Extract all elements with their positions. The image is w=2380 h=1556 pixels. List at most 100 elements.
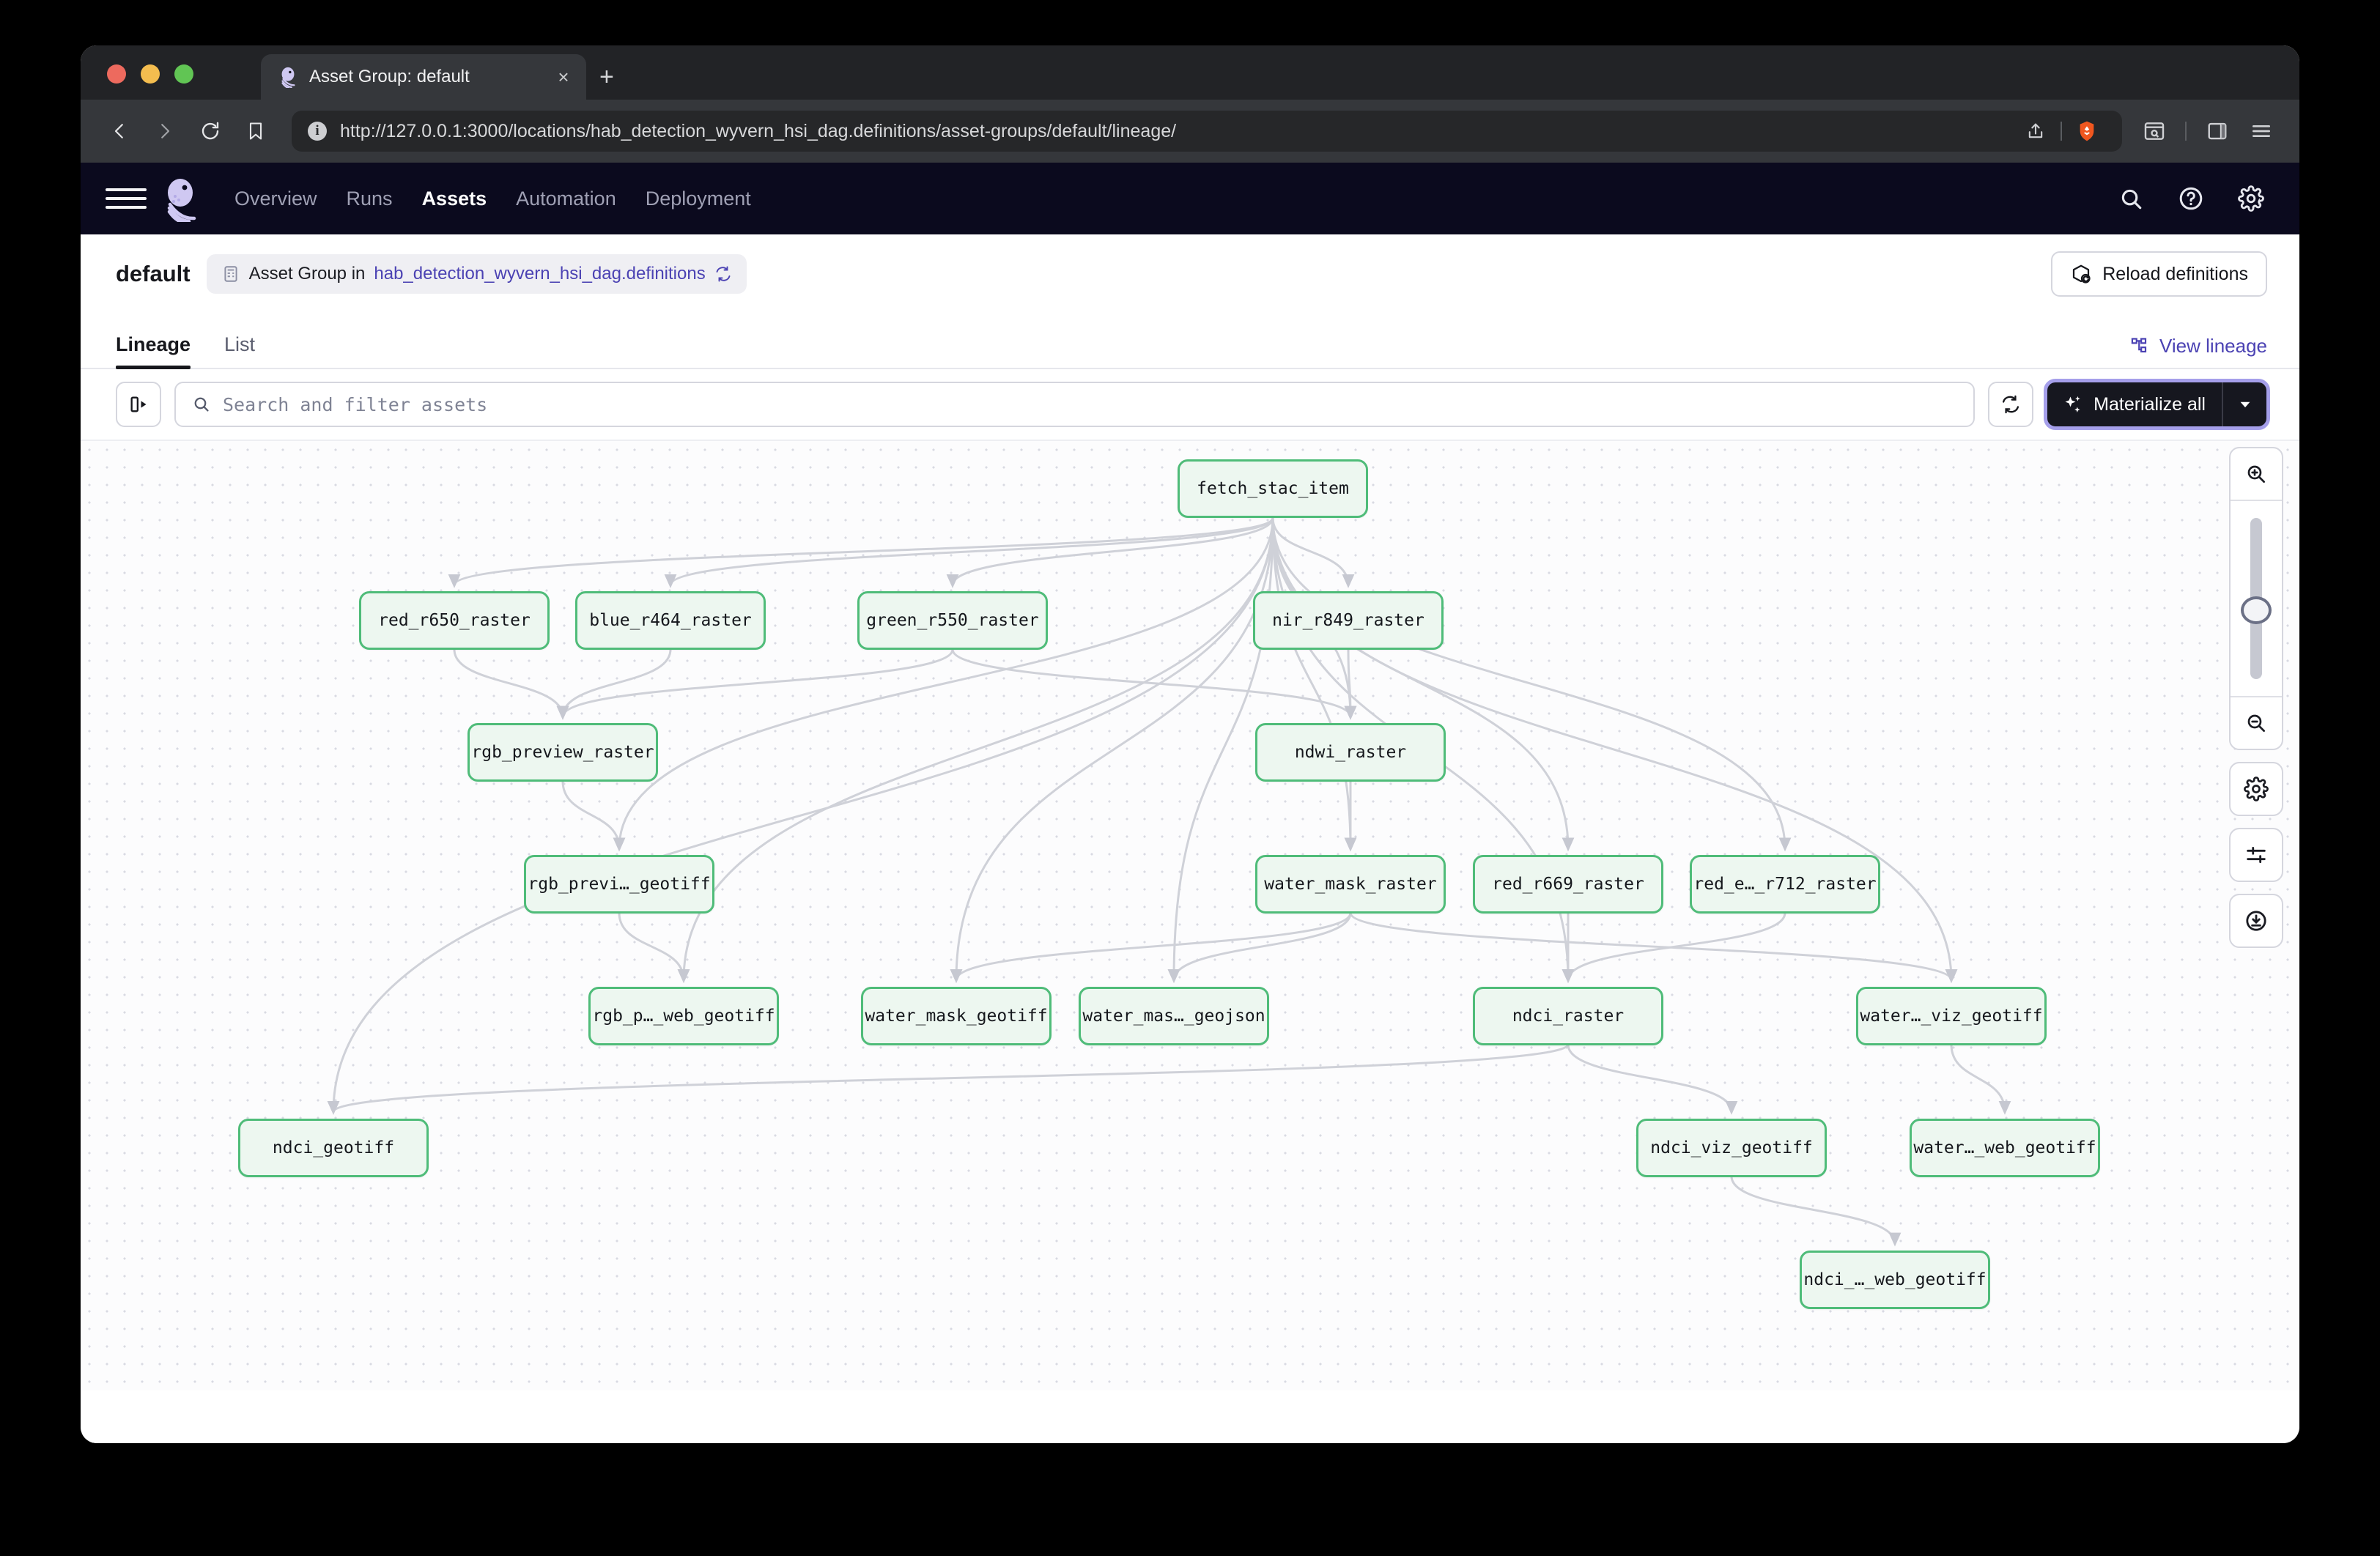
close-window-button[interactable] [107, 64, 126, 84]
search-input[interactable]: Search and filter assets [174, 382, 1976, 427]
app-top-nav: Overview Runs Assets Automation Deployme… [81, 163, 2299, 234]
dagster-favicon-icon [281, 67, 295, 88]
graph-edge [1271, 517, 1357, 852]
close-icon[interactable]: × [558, 66, 569, 88]
nav-link-assets[interactable]: Assets [421, 187, 487, 210]
graph-edge [448, 517, 1274, 588]
site-info-icon[interactable]: i [308, 122, 327, 141]
back-icon[interactable] [100, 111, 139, 151]
materialize-all-button[interactable]: Materialize all [2047, 382, 2222, 427]
asset-node[interactable]: red_r650_raster [359, 591, 550, 650]
help-icon[interactable] [2170, 178, 2211, 219]
search-in-page-icon[interactable] [2135, 112, 2173, 150]
bookmark-icon[interactable] [236, 111, 276, 151]
reload-definitions-icon [2073, 264, 2091, 284]
zoom-slider-thumb[interactable] [2241, 596, 2272, 624]
asset-node-label: nir_r849_raster [1272, 611, 1424, 630]
new-tab-button[interactable]: + [599, 63, 614, 91]
browser-url-toolbar: i http://127.0.0.1:3000/locations/hab_de… [81, 100, 2299, 163]
window-traffic-lights [107, 64, 193, 84]
materialize-all-button-group[interactable]: Materialize all [2044, 379, 2270, 430]
zoom-in-icon[interactable] [2231, 448, 2282, 500]
graph-edge [1271, 517, 1355, 588]
asset-node[interactable]: fetch_stac_item [1178, 459, 1368, 518]
reload-icon[interactable] [191, 111, 230, 151]
address-bar-url: http://127.0.0.1:3000/locations/hab_dete… [340, 120, 1177, 141]
breadcrumb[interactable]: Asset Group in hab_detection_wyvern_hsi_… [206, 254, 747, 294]
asset-node[interactable]: ndwi_raster [1255, 723, 1446, 782]
browser-tab-title: Asset Group: default [309, 67, 470, 86]
tab-lineage[interactable]: Lineage [116, 333, 191, 369]
graph-edge [328, 1043, 1570, 1115]
repository-icon [224, 266, 237, 282]
graph-filters-sliders-icon[interactable] [2229, 828, 2283, 882]
materialize-all-label: Materialize all [2093, 393, 2206, 415]
tab-list[interactable]: List [224, 333, 256, 355]
zoom-out-icon[interactable] [2231, 697, 2282, 749]
nav-link-overview[interactable]: Overview [234, 187, 317, 210]
graph-edge [1271, 517, 1792, 852]
asset-node[interactable]: ndci_…_web_geotiff [1800, 1251, 1990, 1309]
asset-node[interactable]: rgb_p…_web_geotiff [588, 987, 779, 1045]
nav-link-automation[interactable]: Automation [516, 187, 616, 210]
graph-download-icon[interactable] [2229, 894, 2283, 948]
chevron-down-icon[interactable] [2222, 382, 2267, 427]
dagster-logo-icon[interactable] [158, 175, 205, 222]
refresh-icon[interactable] [714, 265, 732, 283]
nav-link-runs[interactable]: Runs [346, 187, 393, 210]
asset-node[interactable]: water_mas…_geojson [1079, 987, 1269, 1045]
main-menu-icon[interactable] [106, 178, 147, 219]
asset-node-label: ndci_geotiff [272, 1138, 395, 1157]
share-icon[interactable] [2017, 112, 2055, 150]
graph-edge [618, 912, 690, 984]
asset-lineage-graph[interactable]: fetch_stac_item red_r650_raster blue_r464_… [81, 440, 2299, 1390]
page-header: default Asset Group in hab_detection_wyv… [81, 234, 2299, 314]
asset-node-label: water_mask_raster [1264, 875, 1437, 894]
asset-node-label: fetch_stac_item [1197, 479, 1349, 498]
brave-lion-icon[interactable] [2068, 112, 2106, 150]
reload-definitions-button[interactable]: Reload definitions [2051, 251, 2267, 297]
page-title: default [116, 261, 191, 286]
graph-edge [1562, 912, 1786, 984]
dagster-app: Overview Runs Assets Automation Deployme… [81, 163, 2299, 1443]
forward-icon[interactable] [145, 111, 185, 151]
graph-edge [561, 781, 626, 852]
asset-node-label: water_mas…_geojson [1082, 1007, 1265, 1026]
refresh-graph-button[interactable] [1988, 382, 2034, 427]
asset-node[interactable]: red_r669_raster [1473, 855, 1663, 914]
asset-node[interactable]: blue_r464_raster [575, 591, 766, 650]
asset-node[interactable]: rgb_previ…_geotiff [524, 855, 714, 914]
breadcrumb-code-location-link[interactable]: hab_detection_wyvern_hsi_dag.definitions [374, 264, 706, 284]
minimize-window-button[interactable] [141, 64, 160, 84]
browser-tab[interactable]: Asset Group: default × [261, 54, 586, 100]
asset-node[interactable]: red_e…_r712_raster [1690, 855, 1880, 914]
graph-settings-gear-icon[interactable] [2229, 762, 2283, 816]
asset-node[interactable]: water…_web_geotiff [1910, 1119, 2100, 1177]
view-lineage-link[interactable]: View lineage [2130, 335, 2267, 357]
search-icon[interactable] [2110, 178, 2151, 219]
gear-icon[interactable] [2231, 178, 2272, 219]
graph-edge [1167, 912, 1352, 984]
address-bar[interactable]: i http://127.0.0.1:3000/locations/hab_de… [292, 111, 2122, 152]
maximize-window-button[interactable] [174, 64, 193, 84]
asset-node[interactable]: water_mask_raster [1255, 855, 1446, 914]
asset-node-label: red_e…_r712_raster [1693, 875, 1877, 894]
nav-link-deployment[interactable]: Deployment [645, 187, 751, 210]
asset-node-label: ndwi_raster [1294, 743, 1407, 762]
asset-node-label: rgb_previ…_geotiff [528, 875, 711, 894]
asset-node[interactable]: green_r550_raster [857, 591, 1048, 650]
asset-node[interactable]: rgb_preview_raster [468, 723, 658, 782]
sparkle-icon [2065, 396, 2080, 412]
lineage-icon [2131, 337, 2147, 352]
app-nav-links: Overview Runs Assets Automation Deployme… [234, 188, 751, 210]
menu-icon[interactable] [2242, 112, 2280, 150]
asset-node[interactable]: water_mask_geotiff [861, 987, 1052, 1045]
sidebar-icon[interactable] [2198, 112, 2236, 150]
asset-node[interactable]: ndci_raster [1473, 987, 1663, 1045]
asset-node[interactable]: nir_r849_raster [1253, 591, 1444, 650]
asset-node[interactable]: ndci_viz_geotiff [1636, 1119, 1827, 1177]
asset-node[interactable]: water…_viz_geotiff [1856, 987, 2047, 1045]
asset-node[interactable]: ndci_geotiff [238, 1119, 429, 1177]
zoom-slider[interactable] [2231, 500, 2282, 697]
panel-expand-icon[interactable] [116, 382, 161, 427]
